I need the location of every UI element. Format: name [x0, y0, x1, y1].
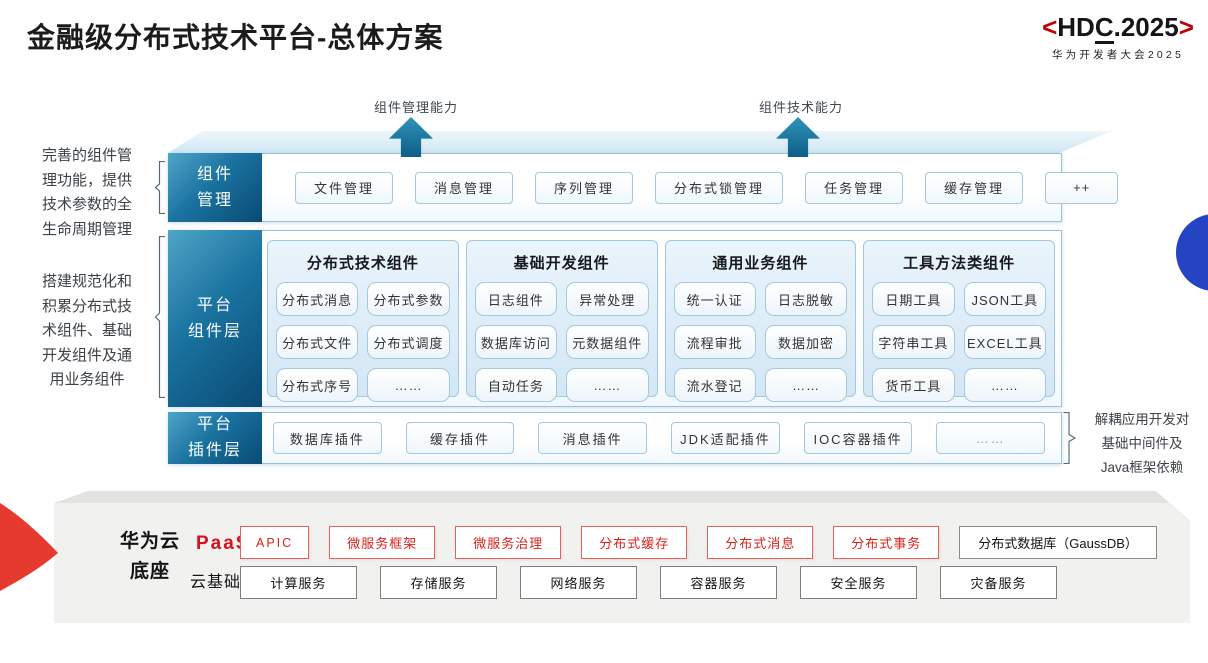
group-title: 通用业务组件	[712, 255, 809, 272]
paas-item: 分布式事务	[833, 526, 940, 559]
component-pill: 统一认证	[673, 282, 756, 316]
layer-label-components: 平台 组件层	[168, 230, 262, 407]
note-component-building: 搭建规范化和 积累分布式技 术组件、基础 开发组件及通 用业务组件	[41, 273, 132, 388]
component-pill: 自动任务	[474, 368, 558, 402]
hdc-logo-text: <HDC.2025>	[1032, 12, 1204, 45]
hdc-logo: <HDC.2025> 华为开发者大会2025	[1032, 12, 1204, 62]
page-title: 金融级分布式技术平台-总体方案	[27, 22, 444, 53]
mgmt-item-plus: ++	[1045, 171, 1119, 204]
paas-item: 分布式消息	[707, 526, 814, 559]
group-title: 分布式技术组件	[306, 255, 419, 272]
paas-item: 分布式缓存	[581, 526, 688, 559]
component-pill: 异常处理	[566, 282, 649, 316]
component-group-business: 通用业务组件 统一认证 日志脱敏 流程审批 数据加密 流水登记 ……	[664, 240, 857, 402]
management-items: 文件管理 消息管理 序列管理 分布式锁管理 任务管理 缓存管理 ++	[261, 154, 1136, 221]
component-pill-more: ……	[367, 368, 450, 402]
plugin-item: JDK适配插件	[671, 422, 780, 454]
component-pill: 分布式参数	[367, 282, 450, 316]
component-pill: 分布式序号	[276, 368, 359, 402]
right-brace-icon	[1063, 412, 1076, 464]
paas-item: 微服务框架	[329, 526, 436, 559]
component-pill: 流水登记	[673, 368, 756, 402]
group-title: 基础开发组件	[513, 255, 610, 272]
plugin-item: 消息插件	[538, 422, 648, 454]
component-group-basic-dev: 基础开发组件 日志组件 异常处理 数据库访问 元数据组件 自动任务 ……	[465, 240, 658, 402]
component-groups: 分布式技术组件 分布式消息 分布式参数 分布式文件 分布式调度 分布式序号 ………	[261, 231, 1061, 406]
mgmt-item: 消息管理	[415, 171, 514, 204]
component-pill: 流程审批	[673, 325, 756, 359]
component-pill: JSON工具	[963, 282, 1046, 316]
component-pill: 分布式消息	[276, 282, 359, 316]
arrow-label-technical: 组件技术能力	[759, 100, 844, 115]
cloud-service-item: 灾备服务	[940, 566, 1057, 599]
component-pill: 日志脱敏	[764, 282, 848, 316]
component-pill-more: ……	[764, 368, 848, 402]
component-pill: EXCEL工具	[963, 325, 1046, 359]
group-title: 工具方法类组件	[903, 255, 1016, 272]
component-pill-more: ……	[566, 368, 649, 402]
cloud-service-item: 容器服务	[660, 566, 777, 599]
mgmt-item: 文件管理	[295, 171, 394, 204]
mgmt-item: 分布式锁管理	[655, 171, 784, 204]
blue-circle-decoration	[1176, 214, 1208, 291]
note-component-management: 完善的组件管 理功能，提供 技术参数的全 生命周期管理	[41, 147, 132, 238]
cloud-service-item: 计算服务	[240, 566, 357, 599]
component-pill-more: ……	[963, 368, 1046, 402]
layer-row-management: 组件 管理 文件管理 消息管理 序列管理 分布式锁管理 任务管理 缓存管理 ++	[168, 153, 1119, 222]
component-group-distributed: 分布式技术组件 分布式消息 分布式参数 分布式文件 分布式调度 分布式序号 ……	[267, 240, 459, 402]
logo-left-bracket: <	[1042, 12, 1058, 42]
red-wedge-icon	[0, 503, 58, 591]
plugin-item: 数据库插件	[273, 422, 382, 454]
cloud-service-item: 存储服务	[380, 566, 497, 599]
left-brace-icon	[155, 161, 165, 214]
layer-label-management: 组件 管理	[168, 153, 262, 222]
plugin-item: 缓存插件	[405, 422, 515, 454]
logo-right-bracket: >	[1178, 12, 1194, 42]
component-pill: 字符串工具	[872, 325, 955, 359]
plugin-item: IOC容器插件	[803, 422, 913, 454]
plugin-item-more: ……	[936, 422, 1046, 454]
component-pill: 元数据组件	[566, 325, 649, 359]
layer-row-components: 平台 组件层 分布式技术组件 分布式消息 分布式参数 分布式文件 分布式调度 分…	[168, 230, 1062, 407]
layer-row-plugins: 平台 插件层 数据库插件 缓存插件 消息插件 JDK适配插件 IOC容器插件 ……	[168, 412, 1062, 464]
component-pill: 货币工具	[872, 368, 955, 402]
cloud-service-item: 安全服务	[800, 566, 917, 599]
paas-item: 微服务治理	[455, 526, 562, 559]
left-brace-icon	[155, 236, 165, 398]
component-group-tools: 工具方法类组件 日期工具 JSON工具 字符串工具 EXCEL工具 货币工具 ……	[863, 240, 1055, 402]
paas-label: PaaS	[196, 533, 251, 554]
component-pill: 数据加密	[764, 325, 848, 359]
arrow-label-management: 组件管理能力	[374, 100, 459, 115]
paas-item: APIC	[240, 526, 310, 559]
paas-item-gaussdb: 分布式数据库（GaussDB）	[959, 526, 1157, 559]
component-pill: 数据库访问	[474, 325, 558, 359]
huawei-cloud-base-label: 华为云 底座	[119, 531, 180, 582]
backdrop-top-face	[168, 131, 1112, 153]
layer-label-plugins: 平台 插件层	[168, 412, 262, 464]
mgmt-item: 任务管理	[805, 171, 904, 204]
cloud-service-item: 网络服务	[520, 566, 637, 599]
component-pill: 日期工具	[872, 282, 955, 316]
hdc-logo-subtitle: 华为开发者大会2025	[1051, 49, 1185, 62]
plugin-items: 数据库插件 缓存插件 消息插件 JDK适配插件 IOC容器插件 ……	[261, 413, 1061, 463]
note-decoupling: 解耦应用开发对 基础中间件及 Java框架依赖	[1094, 412, 1190, 475]
paas-items: APIC 微服务框架 微服务治理 分布式缓存 分布式消息 分布式事务 分布式数据…	[240, 526, 1157, 559]
component-pill: 日志组件	[474, 282, 558, 316]
cloud-service-items: 计算服务 存储服务 网络服务 容器服务 安全服务 灾备服务	[240, 566, 1057, 599]
component-pill: 分布式调度	[367, 325, 450, 359]
component-pill: 分布式文件	[276, 325, 359, 359]
mgmt-item: 缓存管理	[925, 171, 1024, 204]
mgmt-item: 序列管理	[535, 171, 634, 204]
